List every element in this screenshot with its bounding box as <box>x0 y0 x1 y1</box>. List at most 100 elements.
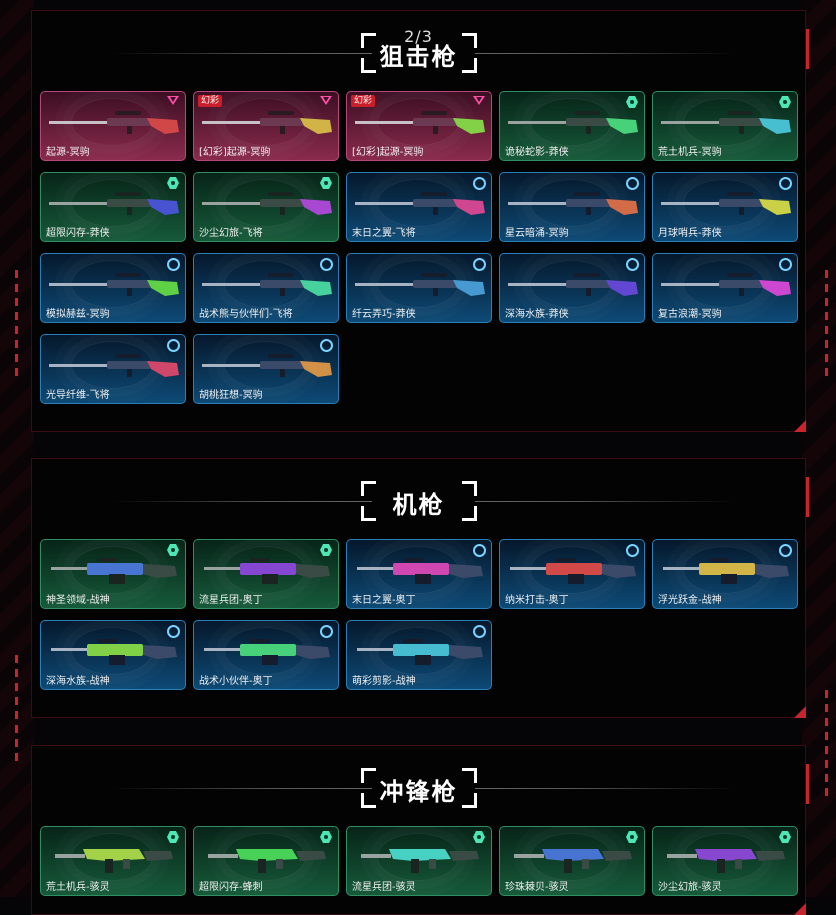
weapon-icon <box>663 558 789 584</box>
skin-card[interactable]: 萌彩剪影-战神 <box>346 620 492 690</box>
skin-card[interactable]: 复古浪潮-冥驹 <box>652 253 798 323</box>
skin-card[interactable]: 沙尘幻旅-飞将 <box>193 172 339 242</box>
skin-card[interactable]: 幻彩[幻彩]起源-冥驹 <box>346 91 492 161</box>
ring-rarity-icon <box>320 625 333 638</box>
skin-name: [幻彩]起源-冥驹 <box>352 147 424 158</box>
weapon-icon <box>208 849 326 873</box>
weapon-icon <box>661 192 791 215</box>
skin-card[interactable]: 诡秘蛇影-莽侠 <box>499 91 645 161</box>
hexagon-rarity-icon <box>626 831 638 843</box>
hexagon-rarity-icon <box>779 96 791 108</box>
weapon-icon <box>661 111 791 134</box>
skin-card[interactable]: 末日之翼-飞将 <box>346 172 492 242</box>
ring-rarity-icon <box>473 625 486 638</box>
triangle-rarity-icon <box>167 96 179 105</box>
weapon-icon <box>202 192 332 215</box>
section-header: 机枪 <box>32 479 805 523</box>
skin-card[interactable]: 流星兵团-奥丁 <box>193 539 339 609</box>
skin-card[interactable]: 荒土机兵-骇灵 <box>40 826 186 896</box>
skin-name: 诡秘蛇影-莽侠 <box>505 147 569 158</box>
right-decor-strip <box>802 0 836 897</box>
ring-rarity-icon <box>626 544 639 557</box>
weapon-icon <box>355 111 485 134</box>
skin-card[interactable]: 超限闪存-莽侠 <box>40 172 186 242</box>
weapon-icon <box>51 639 177 665</box>
skin-name: 沙尘幻旅-飞将 <box>199 228 263 239</box>
left-decor-strip <box>0 0 34 897</box>
ring-rarity-icon <box>320 339 333 352</box>
ring-rarity-icon <box>167 258 180 271</box>
skin-name: 月球哨兵-莽侠 <box>658 228 722 239</box>
skin-card[interactable]: 纳米打击-奥丁 <box>499 539 645 609</box>
skin-name: 珍珠棘贝-骇灵 <box>505 882 569 893</box>
skin-name: 荒土机兵-骇灵 <box>46 882 110 893</box>
weapon-icon <box>202 111 332 134</box>
left-edge-marks <box>15 270 18 382</box>
skin-card[interactable]: 胡桃狂想-冥驹 <box>193 334 339 404</box>
skin-name: 萌彩剪影-战神 <box>352 676 416 687</box>
right-edge-marks-lower <box>825 690 828 802</box>
skin-card[interactable]: 幻彩[幻彩]起源-冥驹 <box>193 91 339 161</box>
weapon-icon <box>357 558 483 584</box>
skin-name: 浮光跃金-战神 <box>658 595 722 606</box>
skin-card[interactable]: 浮光跃金-战神 <box>652 539 798 609</box>
skin-card[interactable]: 流星兵团-骇灵 <box>346 826 492 896</box>
ring-rarity-icon <box>779 258 792 271</box>
skin-card[interactable]: 超限闪存-蜂刺 <box>193 826 339 896</box>
weapon-icon <box>49 273 179 296</box>
skin-card[interactable]: 战术小伙伴-奥丁 <box>193 620 339 690</box>
weapon-icon <box>202 354 332 377</box>
ring-rarity-icon <box>779 544 792 557</box>
weapon-icon <box>357 639 483 665</box>
weapon-icon <box>204 558 330 584</box>
hexagon-rarity-icon <box>320 177 332 189</box>
skin-card[interactable]: 战术熊与伙伴们-飞将 <box>193 253 339 323</box>
skin-card[interactable]: 荒土机兵-冥驹 <box>652 91 798 161</box>
skin-card[interactable]: 光导纤维-飞将 <box>40 334 186 404</box>
weapon-icon <box>514 849 632 873</box>
skin-card[interactable]: 星云暗涌-冥驹 <box>499 172 645 242</box>
section-sniper: 2/3 狙击枪 起源-冥驹幻彩[幻彩]起源-冥驹幻彩[幻彩]起源-冥驹诡秘蛇影-… <box>31 10 809 432</box>
hexagon-rarity-icon <box>320 544 332 556</box>
triangle-rarity-icon <box>473 96 485 105</box>
skin-name: 星云暗涌-冥驹 <box>505 228 569 239</box>
skin-card[interactable]: 沙尘幻旅-骇灵 <box>652 826 798 896</box>
skin-card[interactable]: 末日之翼-奥丁 <box>346 539 492 609</box>
section-title: 狙击枪 <box>379 42 458 71</box>
triangle-rarity-icon <box>320 96 332 105</box>
hexagon-rarity-icon <box>779 831 791 843</box>
weapon-icon <box>510 558 636 584</box>
section-smg: 冲锋枪 荒土机兵-骇灵 超限闪存-蜂刺流星兵团-骇灵珍珠棘贝-骇灵 沙尘幻旅-骇灵 <box>31 745 809 915</box>
section-header: 冲锋枪 <box>32 766 805 810</box>
right-edge-marks <box>825 270 828 382</box>
ring-rarity-icon <box>473 544 486 557</box>
skin-card[interactable]: 深海水族-战神 <box>40 620 186 690</box>
section-title: 冲锋枪 <box>379 777 458 806</box>
skin-name: 深海水族-战神 <box>46 676 110 687</box>
left-edge-marks-lower <box>15 655 18 767</box>
weapon-icon <box>55 849 173 873</box>
skin-card[interactable]: 月球哨兵-莽侠 <box>652 172 798 242</box>
section-machine-gun: 机枪 神圣领域-战神流星兵团-奥丁末日之翼-奥丁纳米打击-奥丁浮光跃金-战神深海… <box>31 458 809 718</box>
ring-rarity-icon <box>473 177 486 190</box>
weapon-icon <box>202 273 332 296</box>
weapon-icon <box>355 192 485 215</box>
skin-card[interactable]: 深海水族-莽侠 <box>499 253 645 323</box>
skin-card[interactable]: 珍珠棘贝-骇灵 <box>499 826 645 896</box>
skin-card[interactable]: 模拟赫兹-冥驹 <box>40 253 186 323</box>
skin-card[interactable]: 纤云弄巧-莽侠 <box>346 253 492 323</box>
weapon-icon <box>49 192 179 215</box>
weapon-icon <box>49 354 179 377</box>
skin-name: 深海水族-莽侠 <box>505 309 569 320</box>
hexagon-rarity-icon <box>473 831 485 843</box>
skin-card[interactable]: 神圣领域-战神 <box>40 539 186 609</box>
skin-name: 超限闪存-莽侠 <box>46 228 110 239</box>
weapon-icon <box>49 111 179 134</box>
weapon-icon <box>661 273 791 296</box>
section-header: 2/3 狙击枪 <box>32 27 805 75</box>
skin-name: 复古浪潮-冥驹 <box>658 309 722 320</box>
skin-card[interactable]: 起源-冥驹 <box>40 91 186 161</box>
ring-rarity-icon <box>626 258 639 271</box>
weapon-icon <box>508 273 638 296</box>
hexagon-rarity-icon <box>167 177 179 189</box>
